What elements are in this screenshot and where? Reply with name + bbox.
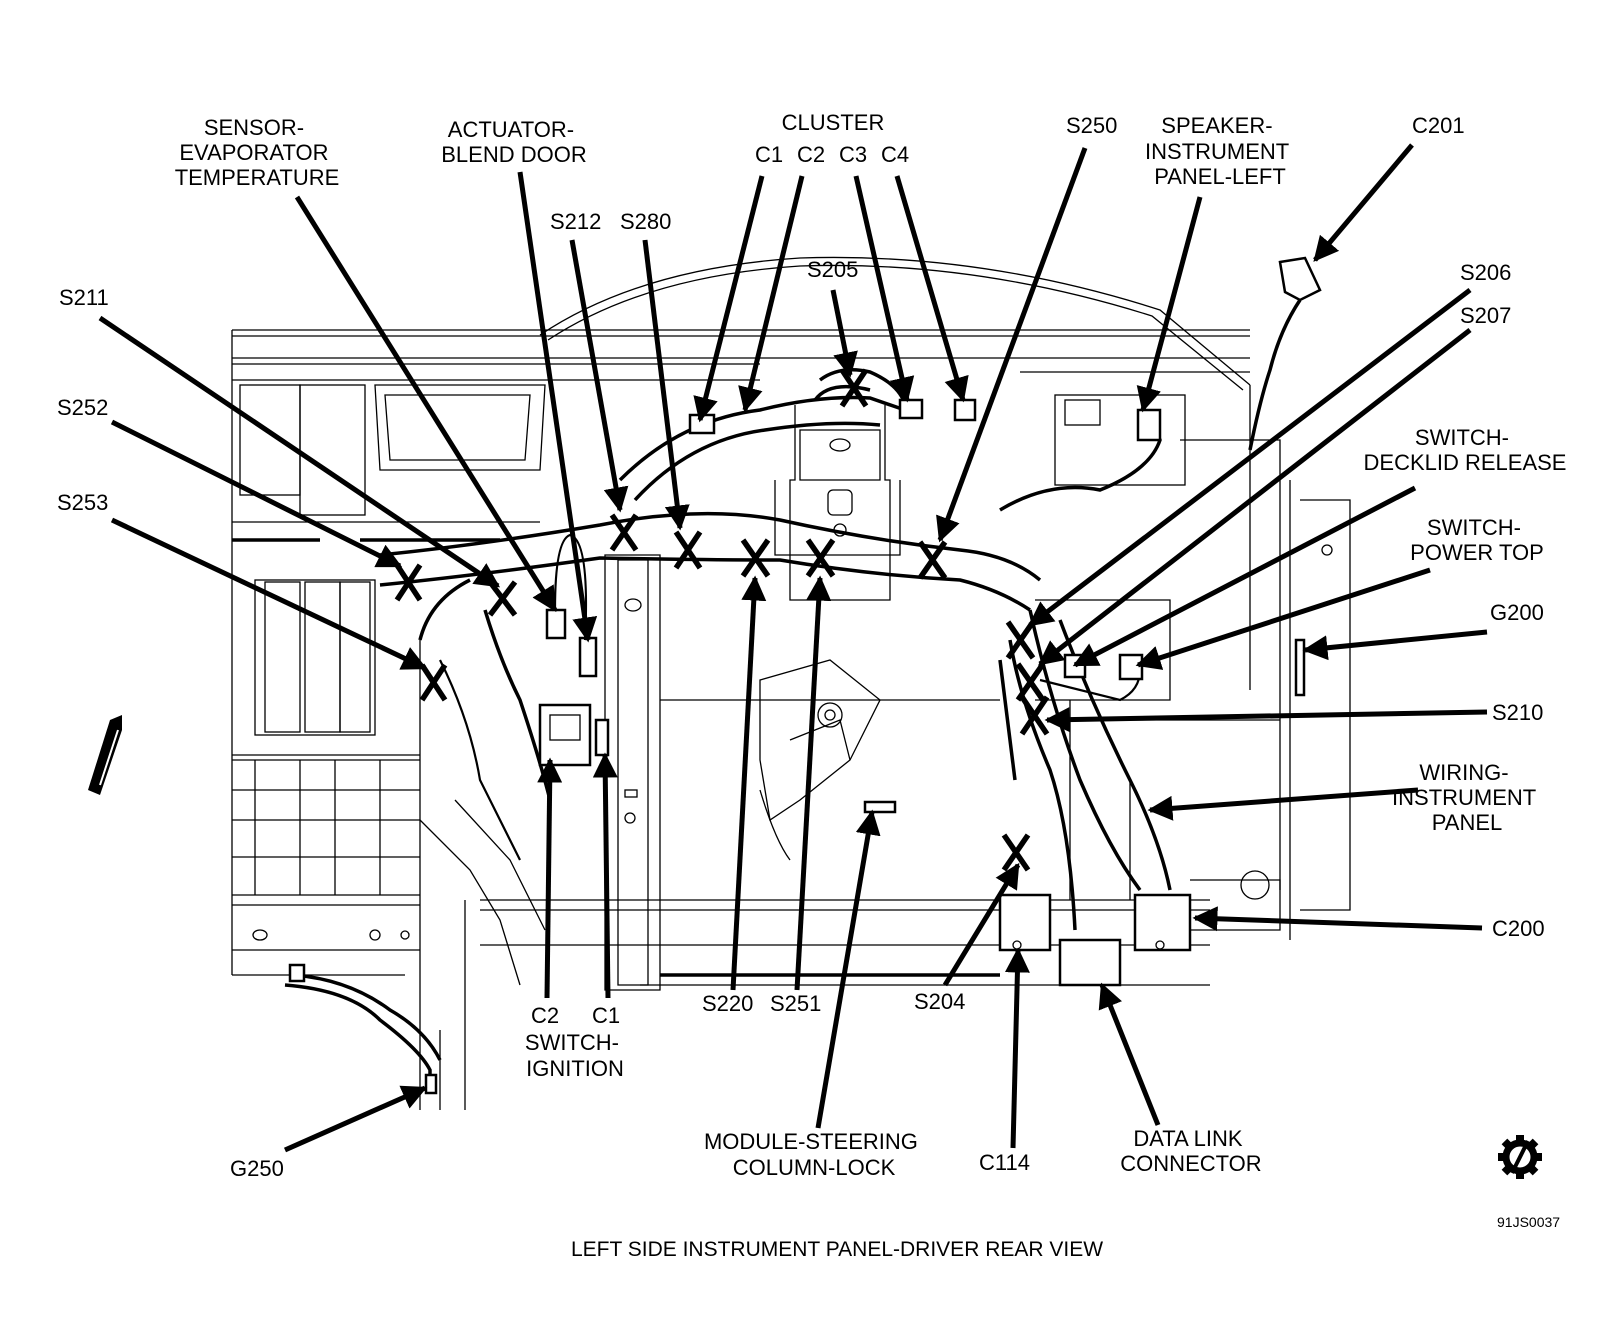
splice-s210 bbox=[1019, 695, 1050, 736]
label-s252: S252 bbox=[57, 395, 108, 420]
service-icon bbox=[1498, 1135, 1542, 1179]
splice-markers bbox=[394, 368, 1050, 872]
leader-cluster-c2 bbox=[738, 175, 805, 413]
splice-s280 bbox=[673, 530, 703, 570]
label-s280: S280 bbox=[620, 209, 671, 234]
splice-s252 bbox=[394, 563, 423, 602]
label-g250: G250 bbox=[230, 1156, 284, 1181]
leader-c201 bbox=[1313, 143, 1414, 262]
splice-s211 bbox=[487, 580, 518, 617]
label-cluster-c3: C3 bbox=[839, 142, 867, 167]
label-wiring-ip: WIRING- INSTRUMENT PANEL bbox=[1392, 760, 1542, 835]
leader-actuator-blend-door bbox=[517, 171, 598, 643]
g250-ground bbox=[424, 1073, 438, 1095]
label-cluster-c2: C2 bbox=[797, 142, 825, 167]
label-sensor-evaporator: SENSOR- EVAPORATOR TEMPERATURE bbox=[175, 115, 340, 190]
label-s206: S206 bbox=[1460, 260, 1511, 285]
leader-s251 bbox=[794, 575, 832, 991]
splice-s220 bbox=[740, 538, 771, 578]
label-switch-decklid: SWITCH- DECKLID RELEASE bbox=[1364, 425, 1567, 475]
leader-g200 bbox=[1302, 629, 1488, 661]
label-s250: S250 bbox=[1066, 113, 1117, 138]
splice-s206 bbox=[1005, 620, 1036, 660]
leader-wiring-ip bbox=[1147, 787, 1419, 821]
label-cluster: CLUSTER bbox=[782, 110, 885, 135]
label-switch-ignition: SWITCH- IGNITION bbox=[525, 1030, 625, 1081]
leader-s253 bbox=[110, 517, 428, 671]
leader-s207 bbox=[1038, 328, 1472, 666]
label-c114: C114 bbox=[979, 1150, 1030, 1175]
label-s251: S251 bbox=[770, 991, 821, 1016]
label-cluster-c4: C4 bbox=[881, 142, 909, 167]
label-ignition-c2: C2 bbox=[531, 1003, 559, 1028]
g200-ground bbox=[1294, 638, 1306, 697]
label-s212: S212 bbox=[550, 209, 601, 234]
label-ignition-c1: C1 bbox=[592, 1003, 620, 1028]
label-s205: S205 bbox=[807, 257, 858, 282]
leader-c114 bbox=[1004, 947, 1030, 1149]
leader-s220 bbox=[730, 575, 767, 991]
splice-s212 bbox=[609, 513, 639, 552]
leader-s212 bbox=[569, 239, 629, 513]
components bbox=[88, 638, 1306, 1095]
leader-lines bbox=[98, 143, 1488, 1153]
splice-s251 bbox=[805, 538, 836, 578]
leader-s250 bbox=[936, 147, 1088, 543]
label-s204: S204 bbox=[914, 989, 965, 1014]
leader-sensor-evaporator bbox=[294, 195, 558, 613]
leader-switch-decklid bbox=[1072, 485, 1417, 668]
labels: SENSOR- EVAPORATOR TEMPERATURE ACTUATOR-… bbox=[57, 110, 1566, 1181]
label-c200: C200 bbox=[1492, 916, 1545, 941]
splice-s207 bbox=[1015, 662, 1046, 702]
label-cluster-c1: C1 bbox=[755, 142, 783, 167]
leader-cluster-c1 bbox=[693, 175, 765, 423]
leader-module-steering bbox=[815, 809, 881, 1129]
leader-cluster-c3 bbox=[853, 175, 915, 403]
label-s220: S220 bbox=[702, 991, 753, 1016]
label-data-link: DATA LINK CONNECTOR bbox=[1120, 1126, 1261, 1176]
label-s207: S207 bbox=[1460, 303, 1511, 328]
diagram-caption: LEFT SIDE INSTRUMENT PANEL-DRIVER REAR V… bbox=[571, 1238, 1103, 1261]
leader-c200 bbox=[1192, 906, 1483, 932]
label-speaker-ip-left: SPEAKER- INSTRUMENT PANEL-LEFT bbox=[1145, 113, 1295, 189]
steering-lock-module bbox=[863, 800, 897, 814]
leader-switch-power-top bbox=[1135, 567, 1431, 670]
ignition-switch-c1 bbox=[594, 718, 610, 757]
data-link-connector bbox=[1058, 938, 1122, 987]
leader-cluster-c4 bbox=[894, 175, 969, 403]
leader-s206 bbox=[1028, 288, 1472, 627]
leader-speaker bbox=[1136, 196, 1203, 413]
leader-s211 bbox=[98, 315, 501, 589]
leader-s252 bbox=[110, 419, 403, 569]
label-s211: S211 bbox=[59, 285, 109, 310]
leader-ignition-c2 bbox=[537, 757, 563, 999]
c200-connector bbox=[1133, 893, 1192, 952]
label-c201: C201 bbox=[1412, 113, 1465, 138]
label-switch-power-top: SWITCH- POWER TOP bbox=[1410, 515, 1544, 565]
figure-code: 91JS0037 bbox=[1497, 1214, 1560, 1230]
leader-s205 bbox=[830, 289, 858, 378]
leader-s210 bbox=[1044, 707, 1488, 733]
leader-s204 bbox=[942, 862, 1021, 987]
leader-ignition-c1 bbox=[592, 752, 618, 999]
trim-piece bbox=[88, 715, 122, 795]
label-s210: S210 bbox=[1492, 700, 1543, 725]
label-g200: G200 bbox=[1490, 600, 1544, 625]
leader-data-link bbox=[1098, 982, 1161, 1126]
ignition-switch bbox=[538, 703, 592, 767]
splice-s253 bbox=[419, 663, 448, 702]
splice-s250 bbox=[917, 540, 948, 580]
label-s253: S253 bbox=[57, 490, 108, 515]
c114-connector bbox=[998, 893, 1052, 952]
label-module-steering: MODULE-STEERING COLUMN-LOCK bbox=[704, 1129, 924, 1180]
leader-g250 bbox=[283, 1085, 428, 1153]
leader-s280 bbox=[642, 239, 690, 531]
label-actuator-blend-door: ACTUATOR- BLEND DOOR bbox=[441, 117, 586, 167]
instrument-panel-structure bbox=[231, 256, 1351, 1110]
gear-slash-icon bbox=[1498, 1135, 1542, 1179]
